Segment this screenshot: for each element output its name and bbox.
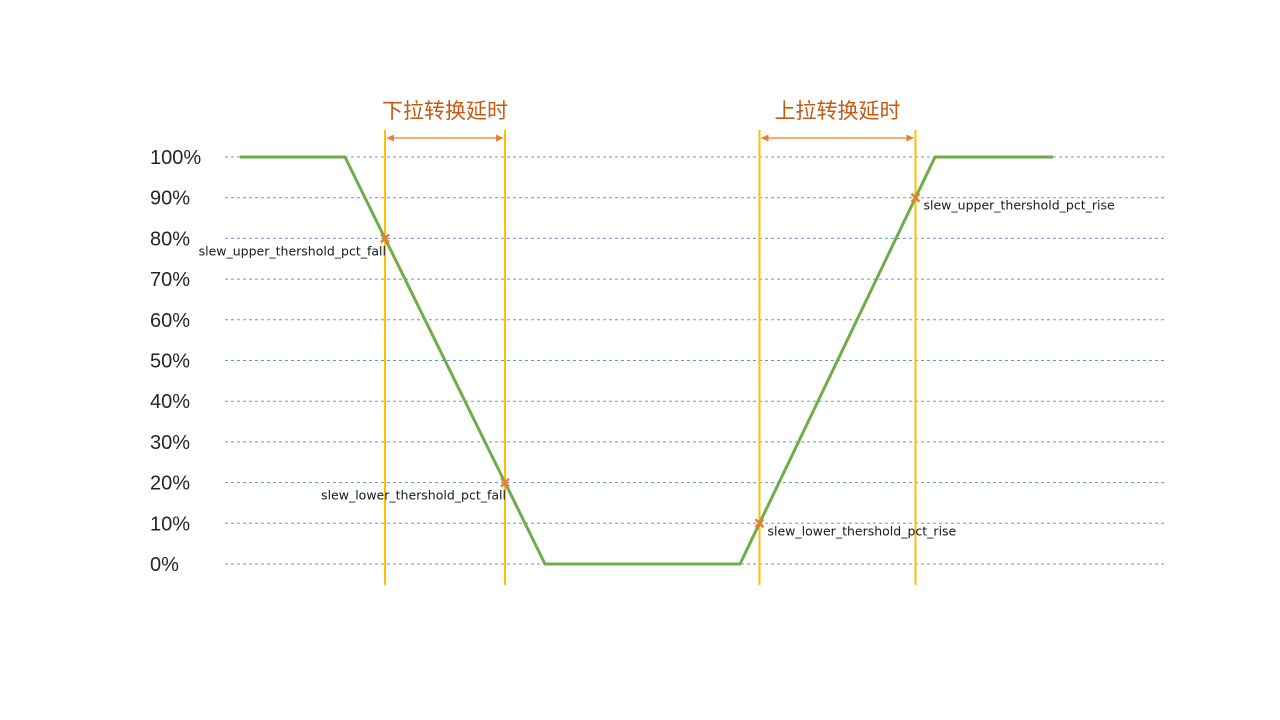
y-tick-label: 20% [150, 473, 190, 495]
threshold-markers [380, 192, 921, 529]
gridlines [225, 156, 1167, 565]
y-tick-label: 100% [150, 147, 201, 169]
delay-title: 下拉转换延时 [382, 99, 508, 123]
waveform-line [240, 155, 1053, 566]
threshold-label: slew_upper_thershold_pct_rise [924, 198, 1115, 213]
y-tick-label: 70% [150, 269, 190, 291]
y-tick-label: 90% [150, 188, 190, 210]
threshold-label: slew_lower_thershold_pct_rise [768, 523, 957, 538]
threshold-label: slew_lower_thershold_pct_fall [321, 488, 506, 503]
y-tick-label: 0% [150, 554, 179, 576]
delay-arrows: 下拉转换延时 上拉转换延时 [382, 99, 914, 142]
threshold-label: slew_upper_thershold_pct_fall [199, 243, 386, 258]
threshold-marker [500, 477, 510, 488]
threshold-marker [380, 233, 390, 244]
y-tick-label: 80% [150, 228, 190, 250]
y-tick-label: 60% [150, 310, 190, 332]
waveform [240, 155, 1053, 566]
y-tick-label: 30% [150, 432, 190, 454]
y-tick-label: 50% [150, 351, 190, 373]
y-tick-label: 40% [150, 391, 190, 413]
y-axis-tick-labels: 100% 90% 80% 70% 60% 50% 40% 30% 20% 10% 0% [150, 147, 201, 576]
y-tick-label: 10% [150, 513, 190, 535]
threshold-labels: slew_upper_thershold_pct_fall slew_lower_… [199, 198, 1115, 539]
threshold-guide-lines [384, 130, 917, 585]
threshold-marker [754, 518, 765, 529]
threshold-marker [910, 192, 921, 203]
delay-title: 上拉转换延时 [775, 99, 901, 123]
